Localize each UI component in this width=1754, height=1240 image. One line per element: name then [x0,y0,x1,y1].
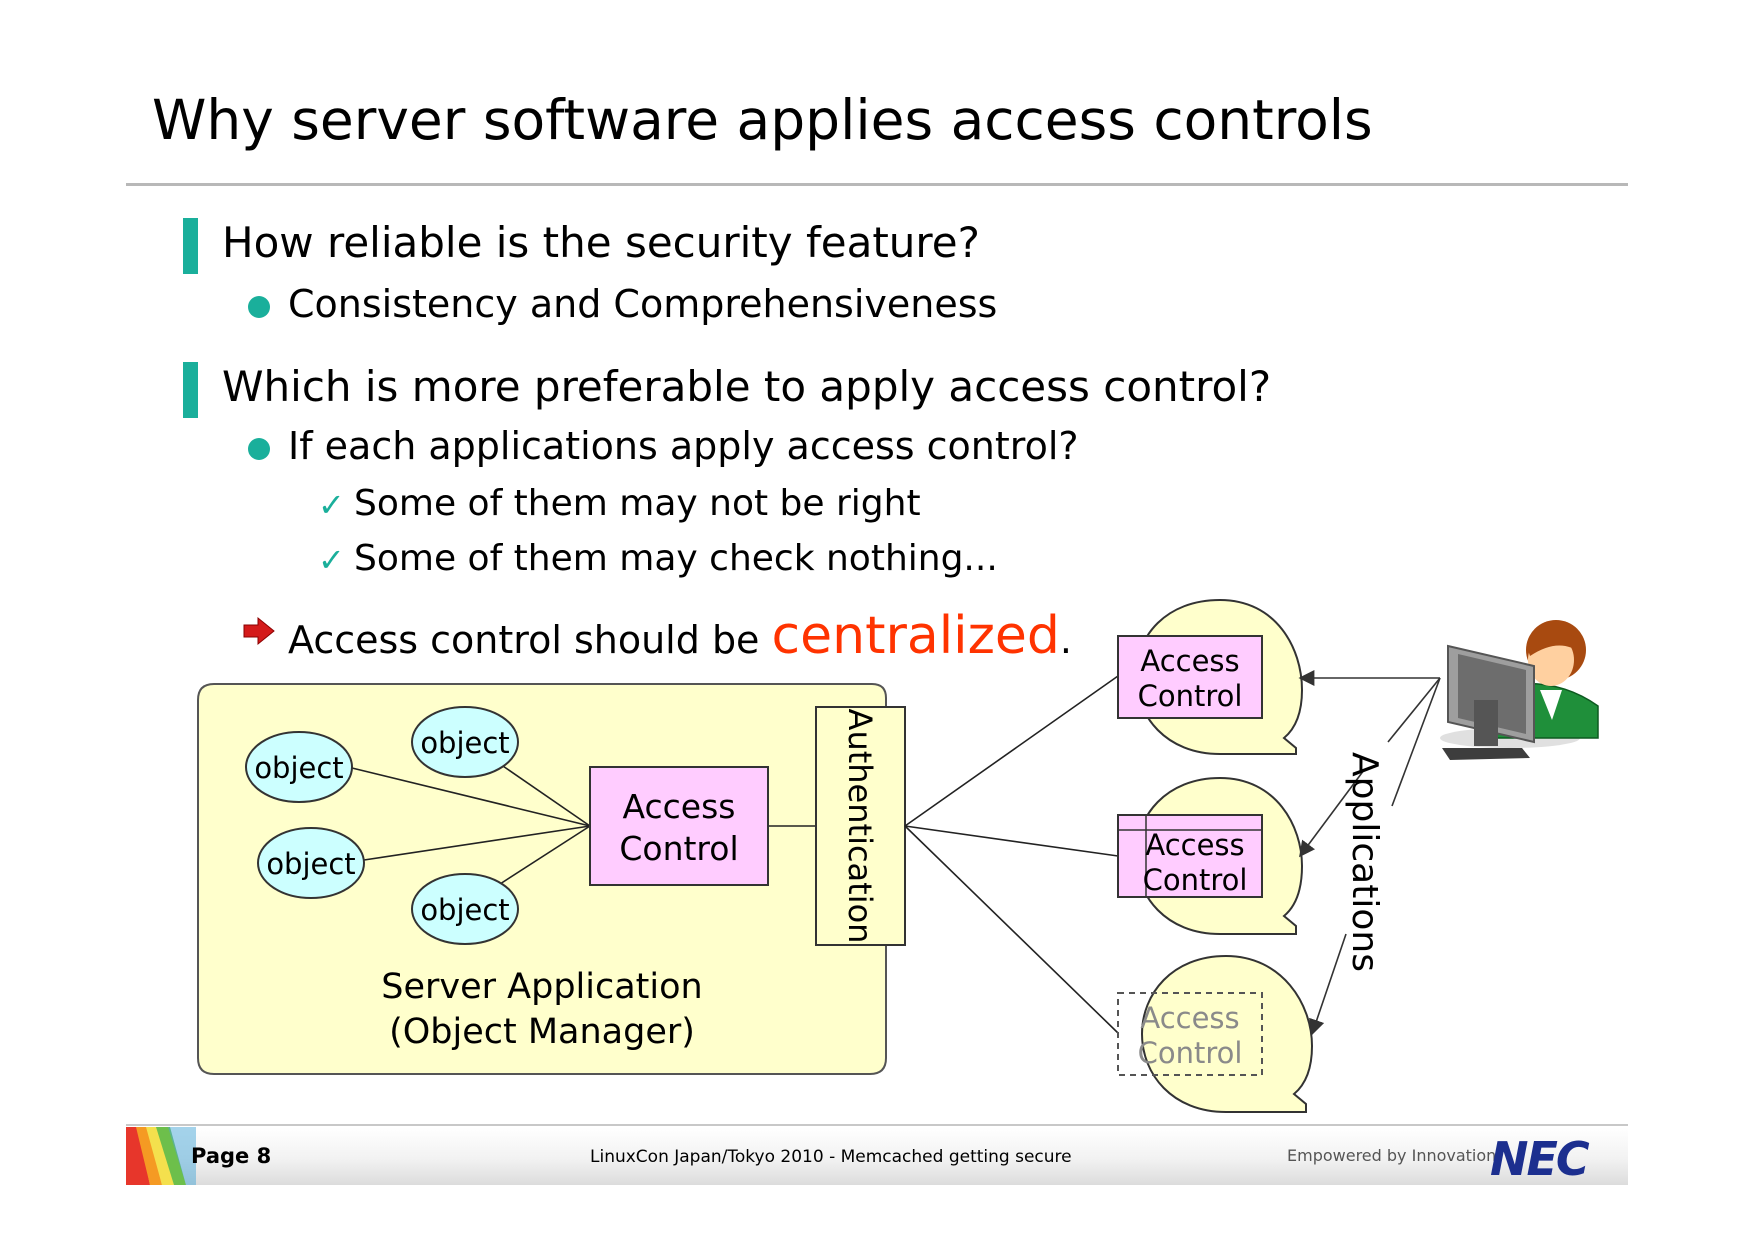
applications-label: Applications [1344,752,1385,972]
authentication-label: Authentication [841,709,879,944]
company-tagline: Empowered by Innovation [1287,1146,1497,1165]
user-arrows [1298,670,1441,1036]
app-access-control-line2: Control [1143,863,1248,897]
object-label: object [420,893,509,927]
point-each-application: If each applications apply access contro… [288,424,1079,468]
subpoint-not-right: Some of them may not be right [354,483,921,524]
bullet-dot-2 [248,438,270,460]
object-label: object [266,847,355,881]
central-access-control-line1: Access [623,787,736,826]
missing-access-control-line1: Access [1140,1001,1239,1035]
slide-title: Why server software applies access contr… [152,88,1373,152]
object-node [411,873,519,945]
conclusion-suffix: . [1059,618,1072,662]
app-access-control-box [1117,635,1263,719]
bullet-dot-1 [248,296,270,318]
page-number: Page 8 [191,1144,272,1168]
bullet-bar-1 [183,218,198,274]
point-consistency: Consistency and Comprehensiveness [288,282,998,326]
footer-divider [126,1124,1628,1126]
application-blob [1140,954,1314,1113]
conclusion-prefix: Access control should be [288,618,772,662]
app-access-control-line1: Access [1145,828,1244,862]
authentication-box [815,706,906,946]
object-label: object [254,751,343,785]
central-access-control-line2: Control [619,829,738,868]
object-node [411,706,519,778]
conference-name: LinuxCon Japan/Tokyo 2010 - Memcached ge… [590,1147,1072,1167]
missing-access-control-box [1117,992,1263,1076]
object-links [351,763,816,885]
conclusion: Access control should be centralized. [288,606,1072,666]
red-arrow-icon [243,616,275,646]
rainbow-stripes-icon [126,1127,196,1185]
check-icon: ✓ [318,486,345,524]
question-preferable: Which is more preferable to apply access… [222,362,1272,411]
conclusion-highlight: centralized [771,606,1060,666]
title-divider [126,183,1628,186]
user-at-computer-icon [1440,620,1599,760]
footer-band [126,1127,1628,1185]
missing-access-control-line2: Control [1138,1036,1243,1070]
nec-logo: NEC [1490,1132,1590,1186]
object-node [257,827,365,899]
app-links [904,675,1119,1034]
bullet-bar-2 [183,362,198,418]
server-application-line2: (Object Manager) [389,1012,695,1052]
question-reliability: How reliable is the security feature? [222,218,980,267]
app-access-control-line2: Control [1138,679,1243,713]
object-node [245,731,353,803]
server-application-line1: Server Application [381,967,702,1007]
app-access-control-line1: Access [1140,644,1239,678]
central-access-control-box [589,766,769,886]
app-access-control-box [1117,814,1263,898]
check-icon: ✓ [318,541,345,579]
subpoint-check-nothing: Some of them may check nothing... [354,538,998,579]
object-label: object [420,726,509,760]
